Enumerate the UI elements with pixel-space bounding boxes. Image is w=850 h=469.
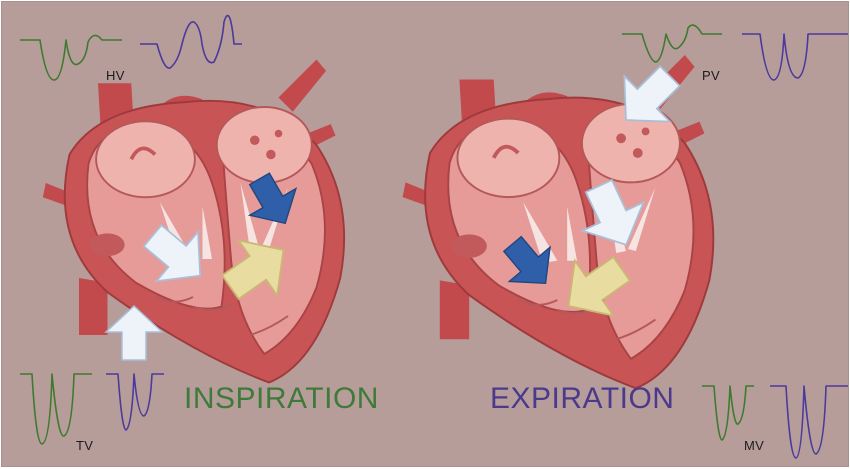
mv-label: MV [744,438,765,453]
tv-label: TV [76,438,94,453]
heart-illustration-expiration [400,53,716,391]
hv-label: HV [106,68,125,83]
pv-waveform-expiration [742,33,848,81]
tv-waveform-expiration [106,373,164,431]
heart-illustration-inspiration [40,57,347,385]
hv-waveform-expiration [140,14,242,69]
pv-waveform-inspiration [622,24,722,63]
mv-waveform-expiration [770,385,848,459]
hv-waveform-inspiration [20,34,122,81]
pv-label: PV [702,68,720,83]
expiration-title: EXPIRATION [490,382,675,415]
inspiration-title: INSPIRATION [184,382,379,415]
mv-waveform-inspiration [702,385,754,441]
tv-waveform-inspiration [20,373,92,445]
